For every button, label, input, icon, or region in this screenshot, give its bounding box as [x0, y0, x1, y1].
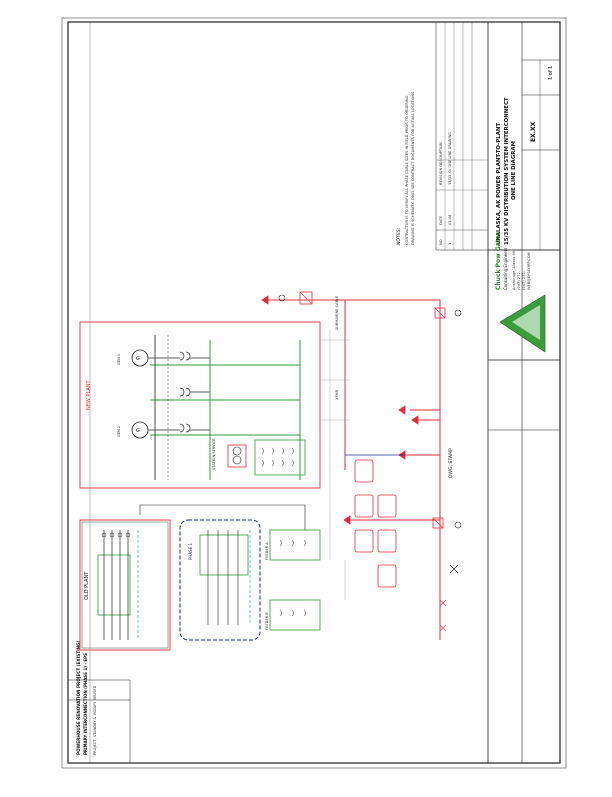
old-plant-label: OLD PLANT	[84, 571, 90, 600]
distribution-line	[268, 299, 441, 640]
station-service-label: STATION SERVICE	[212, 438, 216, 470]
submarine-label-group: SUBMARINE CABLE XFMR	[335, 295, 339, 400]
feeder-b-cubicle	[269, 599, 321, 631]
sheet-outer-border	[61, 17, 567, 769]
rev-row-desc: 15/35 KV ONE LINE DRAWING	[448, 132, 452, 185]
firm-logo-block: Chuck Pow Gates Consulting Engineers Anc…	[487, 231, 561, 361]
control-wiring	[320, 330, 350, 600]
phase-1-label: PHASE 1	[188, 543, 193, 560]
feeder-terminals	[261, 295, 419, 525]
submarine-label: SUBMARINE CABLE	[335, 295, 339, 330]
old-plant-enclosure	[79, 519, 171, 651]
firm-name: Chuck Pow Gates	[495, 231, 502, 290]
rev-row-date: 01-08	[448, 214, 452, 225]
rev-head-desc: REVISION DESCRIPTION	[439, 142, 443, 185]
feeder-a-cubicle	[269, 529, 321, 561]
title-line-1: UNALASKA, AK POWER PLANT-TO-PLANT	[496, 123, 502, 245]
transformer-label: XFMR	[335, 389, 339, 400]
station-service-transformer: STATION SERVICE	[212, 438, 306, 476]
dwg-stamp-label: DWG. STAMP	[448, 448, 454, 478]
firm-city: Anchorage, Alaska 99	[512, 250, 516, 290]
project-line-1: POWERHOUSE RENOVATION PROJECT (EXISTING)	[76, 640, 81, 755]
project-strip: POWERHOUSE RENOVATION PROJECT (EXISTING)…	[68, 22, 454, 763]
gen2-label: GEN 2	[117, 426, 121, 437]
svg-text:G: G	[136, 428, 140, 434]
drawing-number: EX.XX	[530, 121, 537, 142]
new-plant-enclosure	[79, 321, 321, 489]
rev-head-no: NO.	[439, 238, 443, 245]
old-plant-switchgear	[97, 530, 139, 640]
generator-1: G GEN 1	[117, 349, 180, 367]
firm-email: WEB@EPSCORP.COM	[527, 252, 531, 290]
phase-1-switchgear	[199, 530, 251, 625]
svg-text:G: G	[136, 356, 140, 362]
notes-heading: NOTES:	[396, 227, 402, 245]
phase-1-boundary	[179, 519, 261, 641]
rev-head-date: DATE	[439, 215, 443, 225]
title-line-3: ONE LINE DIAGRAM	[511, 141, 517, 200]
feeder-a-label: FEEDER A	[265, 542, 269, 560]
firm-phone-2: (907) 272-	[522, 270, 526, 290]
project-line-3: PROJECT, STANDBY & MODIFY REUSED	[93, 685, 97, 755]
tie-cable	[139, 504, 306, 530]
padmount-units	[354, 459, 397, 588]
firm-sub: Consulting Engineers	[503, 248, 508, 290]
green-bus	[150, 340, 301, 480]
breakers-new-plant	[179, 351, 210, 433]
title-block: UNALASKA, AK POWER PLANT-TO-PLANT 15/35 …	[396, 22, 560, 763]
sheet-border	[67, 21, 561, 764]
generator-2: G GEN 2	[117, 421, 180, 439]
title-line-2: 15/35 KV DISTRIBUTION SYSTEM INTERCONNEC…	[504, 97, 510, 245]
project-line-2: PRIMARY INTERCONNECTION (PHASE 1) - EPS	[83, 653, 88, 755]
feeder-b-label: FEEDER B	[265, 612, 269, 630]
note-2: DRAWING IS SCHEMATIC ONLY. SEE CONTRACT …	[411, 91, 415, 245]
disconnect-switches	[278, 291, 462, 632]
firm-phone-1: (907) 272-	[517, 270, 521, 290]
new-plant-label: NEW PLANT	[86, 379, 92, 410]
note-1: CONTRACTOR IS TO VERIFY ALL PHASE CABLE …	[405, 95, 409, 245]
rev-row-no: 1	[448, 243, 452, 245]
sheet-number: 1 of 1	[548, 66, 554, 80]
gen1-label: GEN 1	[117, 354, 121, 365]
